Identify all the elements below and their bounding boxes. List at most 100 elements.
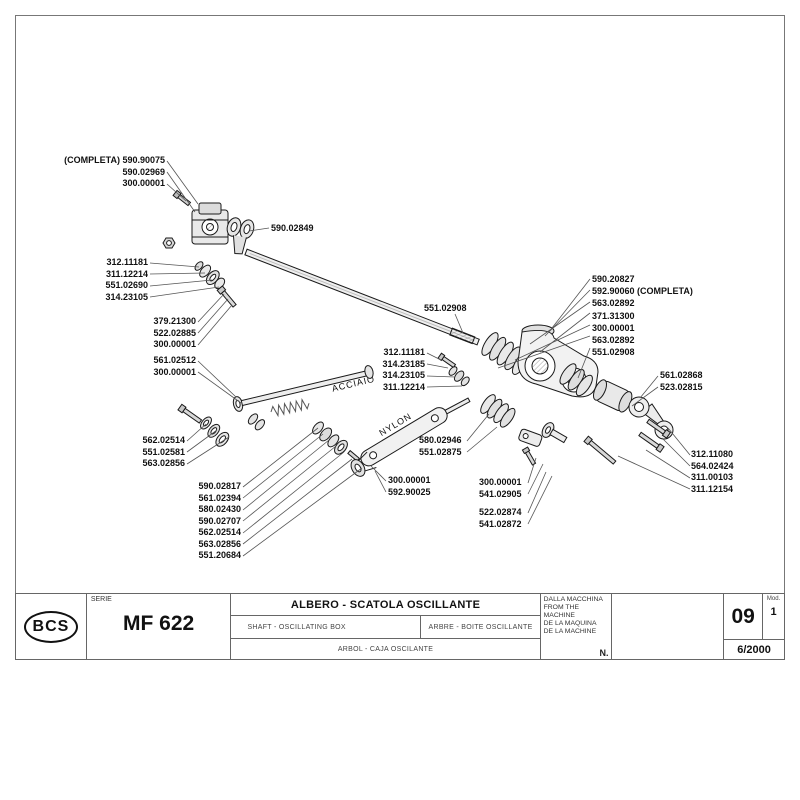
part-boot-right: [593, 379, 633, 413]
part-bolt-long: [583, 435, 617, 465]
text-line: 580.02430: [198, 504, 241, 514]
part-fork-top: [226, 217, 255, 255]
series-label: SERIE: [90, 596, 112, 603]
text-line: 590.20827: [592, 274, 635, 284]
date-value: 6/2000: [737, 643, 771, 656]
part-bolt-r2: [638, 431, 665, 453]
title-english: SHAFT - OSCILLATING BOX: [231, 616, 422, 638]
text-line: 551.02908: [592, 347, 635, 358]
text-line: 592.90060 (COMPLETA): [592, 286, 693, 297]
text-line: 562.02514: [198, 527, 241, 537]
text-line: 563.02856: [198, 538, 241, 549]
text-line: 523.02815: [660, 381, 703, 392]
title-italian: ALBERO - SCATOLA OSCILLANTE: [231, 594, 540, 616]
text-line: 314.23105: [105, 291, 148, 302]
part-pin-g: [347, 449, 361, 462]
n-label: N.: [599, 648, 609, 658]
text-line: 300.00001: [592, 322, 635, 333]
part-discs-right: [559, 363, 593, 397]
part-spring: [270, 398, 310, 418]
text-line: 300.00001: [388, 475, 431, 485]
text-line: 592.90025: [388, 486, 431, 497]
text-line: 311.12214: [105, 268, 148, 279]
bcs-logo: BCS: [23, 610, 78, 643]
text-line: 551.02581: [142, 446, 185, 457]
part-fork-nylon: [350, 451, 377, 477]
text-line: 563.02892: [592, 335, 635, 346]
text-line: 312.11080: [691, 449, 734, 459]
text-line: 371.31300: [592, 310, 635, 321]
blank-number-cell: [611, 594, 723, 659]
label-main-shaft: 551.02908: [424, 303, 467, 313]
text-line: DE LA MACHINE: [543, 628, 597, 635]
text-line: 551.20684: [198, 550, 241, 560]
part-washers-i: [448, 366, 470, 387]
series-value: MF 622: [123, 612, 195, 635]
text-line: 311.12214: [382, 381, 425, 392]
part-washers-mid: [247, 413, 266, 431]
text-line: 563.02892: [592, 298, 635, 309]
page-number: 09: [731, 604, 755, 628]
part-bellows-small: [480, 394, 516, 428]
text-line: 541.02872: [479, 518, 522, 529]
part-screw-top: [172, 189, 192, 207]
text-line: DE LA MAQUINA: [543, 620, 597, 627]
text-line: 551.02875: [419, 446, 462, 457]
part-steel-rod: ACCIAIO: [232, 369, 376, 412]
series-cell: SERIE MF 622: [85, 594, 231, 659]
label-fork: 590.02849: [271, 223, 314, 233]
title-french: ARBRE - BOITE OSCILLANTE: [428, 623, 533, 631]
logo-cell: BCS: [16, 594, 86, 659]
text-line: 311.12154: [691, 483, 734, 494]
text-line: 590.02707: [198, 515, 241, 526]
text-line: 312.11181: [106, 257, 148, 267]
text-line: 551.02690: [105, 280, 148, 290]
text-line: DALLA MACCHINA: [543, 596, 603, 603]
text-line: 541.02905: [479, 488, 522, 499]
text-line: 314.23185: [382, 358, 425, 369]
text-line: 300.00001: [479, 477, 522, 487]
part-bolt-r1: [646, 418, 672, 439]
text-line: (COMPLETA) 590.90075: [64, 155, 165, 165]
part-bolt-i: [437, 352, 457, 369]
text-line: 564.02424: [691, 460, 734, 471]
part-link-upper: [444, 397, 471, 415]
text-line: 561.02868: [660, 370, 703, 380]
mod-column: Mod. 1: [762, 594, 784, 639]
mod-value: 1: [770, 606, 777, 618]
text-line: 312.11181: [383, 347, 425, 357]
page-info-cell: 09 Mod. 1 6/2000: [723, 594, 784, 659]
bcs-logo-text: BCS: [32, 617, 70, 635]
text-line: 300.00001: [122, 178, 165, 188]
text-line: 300.00001: [153, 339, 196, 349]
text-line: 379.21300: [153, 316, 196, 326]
text-line: 580.02946: [419, 435, 462, 445]
text-line: 590.02817: [198, 481, 241, 491]
text-line: 561.02394: [198, 492, 241, 503]
part-top-housing: [191, 202, 229, 245]
text-line: 522.02885: [153, 327, 196, 338]
part-clevis-lower: [541, 422, 568, 444]
title-block: BCS SERIE MF 622 ALBERO - SCATOLA OSCILL…: [15, 593, 785, 660]
text-line: 561.02512: [153, 355, 196, 365]
part-bracket-lower: [518, 428, 543, 447]
titles-cell: ALBERO - SCATOLA OSCILLANTE SHAFT - OSCI…: [230, 594, 540, 659]
part-bolt-f: [177, 403, 203, 424]
text-line: 300.00001: [153, 366, 196, 377]
part-nut: [162, 237, 176, 249]
